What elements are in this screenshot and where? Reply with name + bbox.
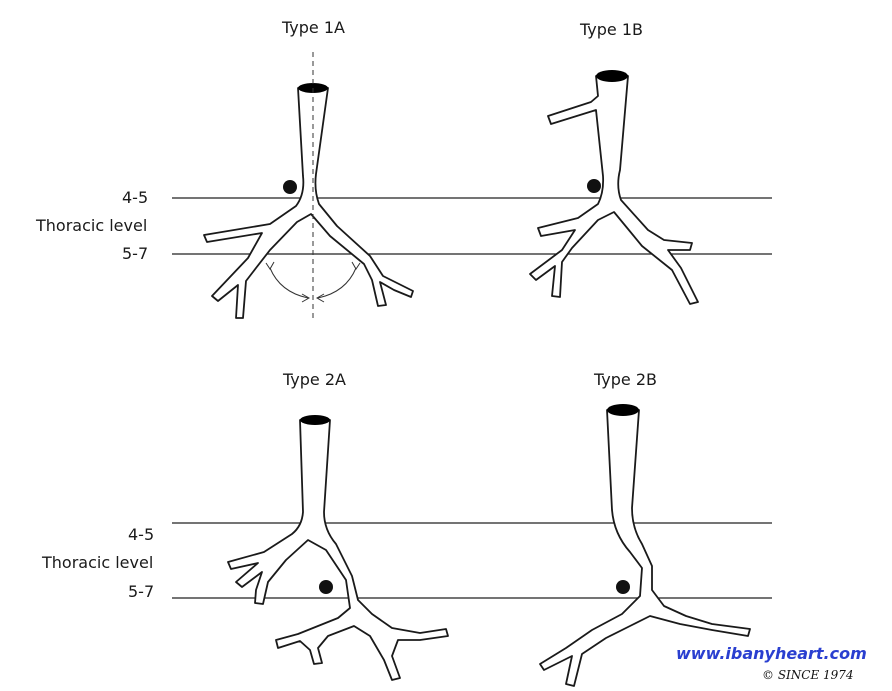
airway-outline-1b bbox=[529, 75, 699, 305]
level-label-upper-2a: 4-5 bbox=[128, 525, 155, 544]
node-dot-2a bbox=[319, 580, 333, 594]
title-type-2b: Type 2B bbox=[594, 370, 657, 389]
level-caption-1a: Thoracic level bbox=[36, 216, 148, 235]
angle-arrow-right-1a bbox=[317, 267, 357, 299]
watermark-site: www.ibanyheart.com bbox=[676, 644, 867, 663]
title-type-1a: Type 1A bbox=[282, 18, 345, 37]
trachea-opening-1b bbox=[596, 70, 628, 82]
node-dot-1b bbox=[587, 179, 601, 193]
angle-arrow-right-head-1a bbox=[351, 261, 361, 270]
level-label-upper-1a: 4-5 bbox=[122, 188, 149, 207]
airway-outline-2b bbox=[539, 409, 751, 687]
watermark-copyright: © SINCE 1974 bbox=[762, 668, 854, 682]
angle-arrow-left-1a bbox=[269, 267, 309, 299]
airway-outline-1a bbox=[203, 87, 414, 319]
level-caption-2a: Thoracic level bbox=[42, 553, 154, 572]
trachea-opening-2a bbox=[300, 415, 330, 425]
trachea-opening-2b bbox=[607, 404, 639, 416]
angle-arrow-left-head-1a bbox=[265, 261, 275, 270]
level-label-lower-2a: 5-7 bbox=[128, 582, 155, 601]
panel-type-1b bbox=[529, 70, 699, 305]
panel-type-2b bbox=[539, 404, 751, 687]
angle-arrow-left-tail-1a bbox=[301, 293, 311, 303]
node-dot-2b bbox=[616, 580, 630, 594]
angle-arrow-right-tail-1a bbox=[315, 293, 325, 303]
panel-type-2a bbox=[172, 415, 772, 681]
airway-outline-2a bbox=[227, 419, 449, 681]
node-dot-1a bbox=[283, 180, 297, 194]
panel-type-1a bbox=[172, 52, 772, 320]
level-label-lower-1a: 5-7 bbox=[122, 244, 149, 263]
title-type-1b: Type 1B bbox=[580, 20, 643, 39]
title-type-2a: Type 2A bbox=[283, 370, 346, 389]
